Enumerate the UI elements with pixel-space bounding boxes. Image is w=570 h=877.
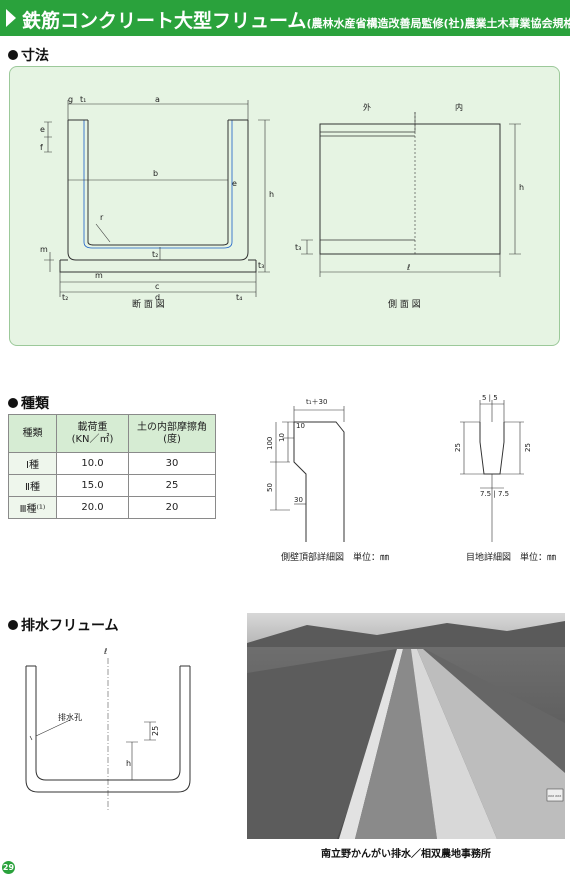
label-side-t: t₃ — [295, 243, 301, 252]
wall-top-caption: 側壁頂部詳細図 単位：㎜ — [281, 553, 390, 563]
label-t3: t₃ — [258, 261, 264, 270]
side-view-diagram: 外 内 h t₃ ℓ — [295, 102, 524, 277]
label-drain-center: ℓ — [103, 647, 107, 656]
table-row: Ⅰ種 10.0 30 — [8, 452, 216, 475]
side-view-caption: 側 面 図 — [388, 300, 421, 310]
photo-illustration: XXX XXX — [247, 613, 565, 839]
label-c: c — [155, 282, 159, 291]
label-drain-hole: 排水孔 — [58, 712, 82, 722]
table-row: Ⅲ種⁽¹⁾ 20.0 20 — [8, 496, 216, 519]
table-row: Ⅱ種 15.0 25 — [8, 474, 216, 497]
label-wall-100: 100 — [266, 437, 274, 450]
label-t2: t₂ — [152, 250, 158, 259]
joint-caption: 目地詳細図 単位：㎜ — [466, 553, 557, 563]
label-a: a — [155, 95, 160, 104]
label-joint-left: 25 — [454, 443, 462, 452]
title-text: 鉄筋コンクリート大型フリューム — [22, 10, 307, 32]
bullet-icon — [8, 50, 18, 60]
label-drain-h: h — [126, 759, 131, 768]
label-m-left: m — [40, 245, 48, 254]
table-header-load: 載荷重 (KN／㎡) — [56, 414, 129, 453]
label-wall-top: t₁＋30 — [306, 398, 327, 406]
label-t5: t₂ — [62, 293, 68, 302]
label-r: r — [100, 213, 104, 222]
label-inside: 内 — [455, 102, 463, 112]
type-table: 種類 載荷重 (KN／㎡) 土の内部摩擦角 (度) Ⅰ種 10.0 30 Ⅱ種 … — [8, 414, 216, 519]
label-wall-30: 30 — [294, 496, 303, 504]
bullet-icon — [8, 620, 18, 630]
header-arrow-icon — [6, 9, 16, 27]
wall-top-detail-diagram: t₁＋30 10 10 100 50 30 — [266, 398, 345, 542]
label-h: h — [269, 190, 274, 199]
bullet-icon — [8, 398, 18, 408]
label-m: m — [95, 271, 103, 280]
dimension-panel: g t₁ a e f b e h r m m t₂ t₃ c d t₄ t₂ 断… — [9, 66, 560, 346]
label-wall-10b: 10 — [278, 433, 286, 442]
label-wall-10a: 10 — [296, 422, 305, 430]
page-title: 鉄筋コンクリート大型フリューム(農林水産省構造改善局監修(社)農業土木事業協会規… — [22, 6, 570, 33]
label-g: g — [68, 95, 73, 104]
label-d: d — [155, 293, 160, 302]
label-drain-25: 25 — [151, 726, 160, 736]
label-side-h: h — [519, 183, 524, 192]
page-subtitle: (農林水産省構造改善局監修(社)農業土木事業協会規格) — [306, 17, 570, 30]
label-f: f — [40, 143, 43, 152]
label-wall-50: 50 — [266, 483, 274, 492]
label-t1: t₁ — [80, 95, 86, 104]
label-e: e — [40, 125, 45, 134]
photo-sign-text: XXX XXX — [548, 794, 561, 798]
label-joint-top: 5 | 5 — [482, 394, 498, 402]
page-header: 鉄筋コンクリート大型フリューム(農林水産省構造改善局監修(社)農業土木事業協会規… — [0, 0, 570, 36]
table-header-friction: 土の内部摩擦角 (度) — [128, 414, 216, 453]
label-outside: 外 — [363, 102, 371, 112]
section-heading-types: 種類 — [8, 393, 49, 413]
label-b: b — [153, 169, 158, 178]
table-header-row: 種類 載荷重 (KN／㎡) 土の内部摩擦角 (度) — [8, 414, 216, 453]
photo-caption: 南立野かんがい排水／相双農地事務所 — [321, 849, 491, 860]
flume-photo: XXX XXX — [247, 613, 565, 839]
joint-detail-diagram: 5 | 5 25 25 7.5 | 7.5 — [454, 394, 532, 542]
label-t4: t₄ — [236, 293, 242, 302]
label-joint-bottom: 7.5 | 7.5 — [480, 490, 509, 498]
drain-section-diagram: ℓ 排水孔 25 h — [25, 647, 191, 810]
label-e2: e — [232, 179, 237, 188]
cross-section-caption: 断 面 図 — [132, 300, 165, 310]
section-heading-drain: 排水フリューム — [8, 615, 119, 635]
label-joint-right: 25 — [524, 443, 532, 452]
page-number-badge: 29 — [2, 861, 15, 874]
cross-section-diagram: g t₁ a e f b e h r m m t₂ t₃ c d t₄ t₂ — [40, 95, 274, 302]
label-length: ℓ — [406, 263, 410, 272]
section-heading-dimensions: 寸法 — [8, 45, 49, 65]
table-header-type: 種類 — [8, 414, 57, 453]
